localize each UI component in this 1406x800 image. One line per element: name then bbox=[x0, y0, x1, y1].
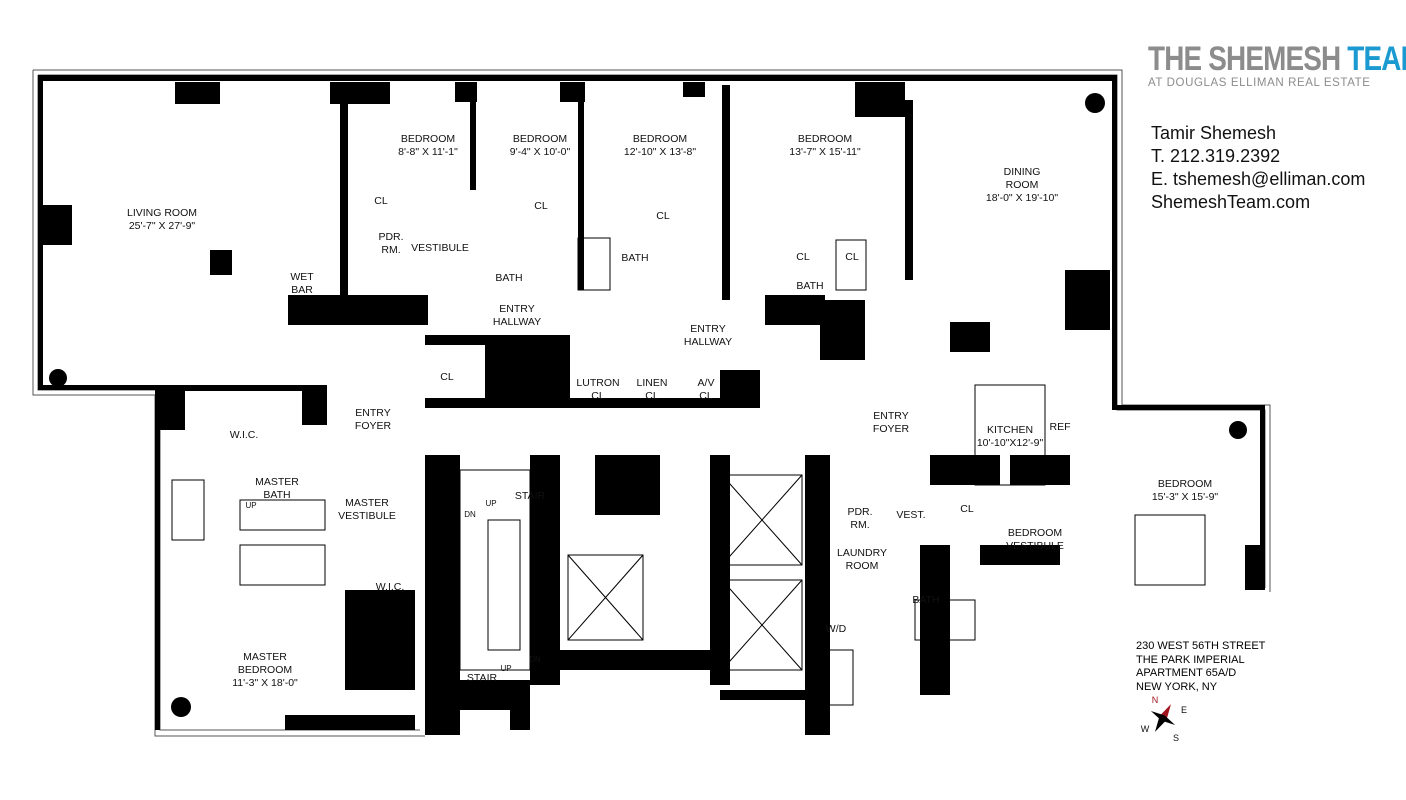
laundry-room-label: LAUNDRY bbox=[837, 547, 887, 559]
av-closet-label: CL bbox=[699, 390, 713, 402]
entry-hallway-label: HALLWAY bbox=[493, 316, 541, 328]
bath-label: BATH bbox=[796, 280, 823, 292]
wet-bar-label: BAR bbox=[291, 284, 313, 296]
entry-hallway-label: ENTRY bbox=[690, 323, 725, 335]
entry-foyer-label: FOYER bbox=[355, 420, 392, 432]
entry-foyer-label: ENTRY bbox=[355, 407, 390, 419]
closet-label: CL bbox=[440, 371, 454, 383]
linen-closet-label: CL bbox=[645, 390, 659, 402]
washer-dryer-label: W/D bbox=[826, 623, 847, 635]
brand-name-accent: TEAM bbox=[1347, 40, 1406, 78]
closet-label: CL bbox=[960, 503, 974, 515]
contact-name: Tamir Shemesh bbox=[1151, 123, 1277, 143]
closet-label: CL bbox=[534, 200, 548, 212]
address-line: 230 WEST 56TH STREET bbox=[1136, 640, 1266, 652]
master-bath-label: MASTER bbox=[255, 476, 299, 488]
compass-w: W bbox=[1141, 724, 1150, 734]
address-line: THE PARK IMPERIAL bbox=[1136, 653, 1245, 666]
stair-label: STAIR bbox=[515, 490, 546, 502]
ref-label: REF bbox=[1050, 421, 1071, 433]
wic-label: W.I.C. bbox=[376, 581, 405, 593]
linen-closet-label: LINEN bbox=[637, 377, 668, 389]
bath-label: BATH bbox=[912, 594, 939, 606]
bedroom-2-label: BEDROOM bbox=[513, 133, 567, 145]
up-label: UP bbox=[245, 501, 256, 510]
dn-label: DN bbox=[529, 655, 541, 664]
bedroom-1-label: BEDROOM bbox=[401, 133, 455, 145]
entry-hallway-label: HALLWAY bbox=[684, 336, 732, 348]
closet-label: CL bbox=[656, 210, 670, 222]
compass-s: S bbox=[1173, 733, 1179, 743]
powder-room-label: PDR. bbox=[847, 506, 872, 518]
walls bbox=[38, 75, 1265, 735]
up-label: UP bbox=[500, 664, 511, 673]
contact-website: ShemeshTeam.com bbox=[1151, 192, 1311, 212]
av-closet-label: A/V bbox=[698, 377, 715, 389]
lutron-closet-label: CL bbox=[591, 390, 605, 402]
address-line: APARTMENT 65A/D bbox=[1136, 667, 1237, 679]
dining-room-size: 18'-0" X 19'-10" bbox=[986, 192, 1058, 204]
stair-label: STAIR bbox=[467, 672, 498, 684]
dining-room-label: DINING bbox=[1004, 166, 1041, 178]
compass-rose bbox=[1150, 704, 1176, 732]
compass-e: E bbox=[1181, 705, 1187, 715]
contact-email: E. tshemesh@elliman.com bbox=[1151, 169, 1366, 189]
vest-label: VEST. bbox=[896, 509, 925, 521]
kitchen-size: 10'-10"X12'-9" bbox=[977, 437, 1044, 449]
contact-block: Tamir Shemesh T. 212.319.2392 E. tshemes… bbox=[1151, 122, 1365, 214]
bedroom-5-label: BEDROOM bbox=[1158, 478, 1212, 490]
entry-hallway-label: ENTRY bbox=[499, 303, 534, 315]
kitchen-label: KITCHEN bbox=[987, 424, 1033, 436]
vestibule-label: VESTIBULE bbox=[411, 242, 469, 254]
master-bedroom-label: MASTER bbox=[243, 651, 287, 663]
closet-label: CL bbox=[796, 251, 810, 263]
contact-phone: T. 212.319.2392 bbox=[1151, 146, 1281, 166]
compass-n: N bbox=[1152, 695, 1159, 705]
entry-foyer-label: FOYER bbox=[873, 423, 910, 435]
elevators-and-stairs bbox=[459, 469, 803, 671]
fixtures bbox=[171, 237, 1206, 706]
master-bedroom-size: 11'-3" X 18'-0" bbox=[232, 677, 298, 689]
closet-label: CL bbox=[845, 251, 859, 263]
bedroom-1-size: 8'-8" X 11'-1" bbox=[398, 146, 458, 158]
bedroom-3-label: BEDROOM bbox=[633, 133, 687, 145]
powder-room-label: RM. bbox=[381, 244, 400, 256]
dn-label: DN bbox=[464, 510, 476, 519]
bedroom-vestibule-label: VESTIBULE bbox=[1006, 540, 1064, 552]
wet-bar-label: WET bbox=[290, 271, 314, 283]
columns bbox=[49, 93, 1247, 717]
dining-room-label: ROOM bbox=[1006, 179, 1039, 191]
brand-name: THE SHEMESH bbox=[1148, 40, 1348, 78]
address-block: 230 WEST 56TH STREET THE PARK IMPERIAL A… bbox=[1136, 640, 1265, 694]
bedroom-5-size: 15'-3" X 15'-9" bbox=[1152, 491, 1219, 503]
powder-room-label: PDR. bbox=[378, 231, 403, 243]
closet-label: CL bbox=[374, 195, 388, 207]
living-room-label: LIVING ROOM bbox=[127, 207, 197, 219]
master-bedroom-label: BEDROOM bbox=[238, 664, 292, 676]
bedroom-2-size: 9'-4" X 10'-0" bbox=[510, 146, 571, 158]
living-room-size: 25'-7" X 27'-9" bbox=[129, 220, 196, 232]
bedroom-4-size: 13'-7" X 15'-11" bbox=[789, 146, 861, 158]
brand-subtitle: AT DOUGLAS ELLIMAN REAL ESTATE bbox=[1148, 77, 1371, 89]
master-bath-label: BATH bbox=[263, 489, 290, 501]
bedroom-4-label: BEDROOM bbox=[798, 133, 852, 145]
bath-label: BATH bbox=[495, 272, 522, 284]
brand-logo: THE SHEMESH TEAM AT DOUGLAS ELLIMAN REAL… bbox=[1148, 40, 1406, 89]
bedroom-vestibule-label: BEDROOM bbox=[1008, 527, 1062, 539]
address-line: NEW YORK, NY bbox=[1136, 680, 1218, 693]
powder-room-label: RM. bbox=[850, 519, 869, 531]
room-labels: LIVING ROOM 25'-7" X 27'-9" BEDROOM 8'-8… bbox=[127, 133, 1218, 689]
bath-label: BATH bbox=[621, 252, 648, 264]
master-vestibule-label: VESTIBULE bbox=[338, 510, 396, 522]
bedroom-3-size: 12'-10" X 13'-8" bbox=[624, 146, 696, 158]
up-label: UP bbox=[485, 499, 496, 508]
master-vestibule-label: MASTER bbox=[345, 497, 389, 509]
entry-foyer-label: ENTRY bbox=[873, 410, 908, 422]
wic-label: W.I.C. bbox=[230, 429, 259, 441]
lutron-closet-label: LUTRON bbox=[576, 377, 619, 389]
laundry-room-label: ROOM bbox=[846, 560, 879, 572]
